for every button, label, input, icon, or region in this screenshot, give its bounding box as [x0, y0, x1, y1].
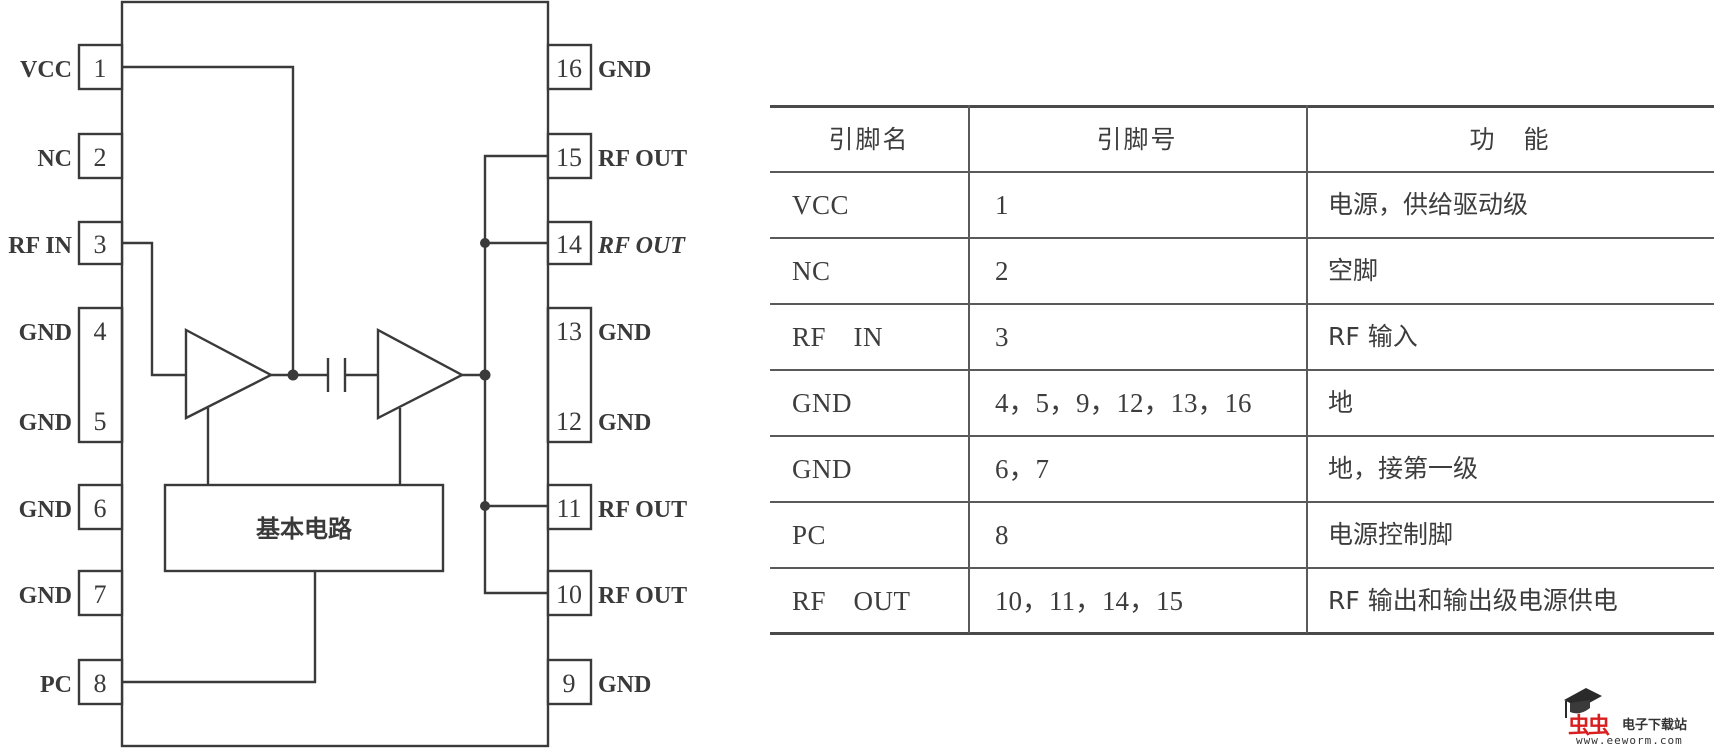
- pin-number-16: 16: [556, 54, 582, 83]
- pin-number-15: 15: [556, 143, 582, 172]
- cell-pin-name: NC: [792, 256, 831, 286]
- junction-dots: [287, 238, 491, 511]
- pin-function-table: 引脚名 引脚号 功 能 VCC 1 电源，供给驱动级 NC 2 空脚 RF IN…: [770, 105, 1714, 645]
- cell-function: 电源，供给驱动级: [1328, 190, 1529, 219]
- pin-number-13: 13: [556, 317, 582, 346]
- cell-function: RF 输入: [1328, 322, 1418, 351]
- cell-pin-number: 2: [995, 256, 1009, 286]
- table-row: GND 4，5，9，12，13，16 地: [770, 370, 1714, 436]
- pin-number-5: 5: [94, 407, 107, 436]
- pin-label-13: GND: [598, 320, 651, 346]
- site-watermark: 虫虫 电子下载站 www.eeworm.com: [1560, 686, 1714, 748]
- pin-label-15: RF OUT: [598, 146, 687, 172]
- header-function: 功 能: [1469, 125, 1551, 154]
- header-pin-number: 引脚号: [1096, 125, 1178, 154]
- pin-number-6: 6: [94, 494, 107, 523]
- pin-label-3: RF IN: [8, 233, 72, 259]
- cell-function: 空脚: [1328, 256, 1379, 285]
- table-row: PC 8 电源控制脚: [770, 502, 1714, 568]
- table-row: VCC 1 电源，供给驱动级: [770, 172, 1714, 238]
- pin-label-2: NC: [37, 146, 72, 172]
- cell-pin-number: 1: [995, 190, 1009, 220]
- coupling-capacitor-icon: [326, 358, 347, 392]
- pin-label-12: GND: [598, 410, 651, 436]
- pin-number-8: 8: [94, 669, 107, 698]
- cell-pin-name: GND: [792, 388, 852, 418]
- pin-number-9: 9: [563, 669, 576, 698]
- pin-number-2: 2: [94, 143, 107, 172]
- pin-number-11: 11: [556, 494, 581, 523]
- cell-pin-name: PC: [792, 520, 827, 550]
- brand-logo: 虫虫: [1568, 714, 1610, 739]
- pin-label-5: GND: [19, 410, 72, 436]
- cell-pin-name: RF OUT: [792, 586, 911, 616]
- cell-function: RF 输出和输出级电源供电: [1328, 586, 1618, 615]
- header-pin-name: 引脚名: [828, 125, 910, 154]
- pin-number-12: 12: [556, 407, 582, 436]
- cell-pin-number: 8: [995, 520, 1009, 550]
- amplifier-stage-1-icon: [184, 328, 274, 420]
- pin-label-1: VCC: [20, 57, 72, 83]
- table-row: GND 6，7 地，接第一级: [770, 436, 1714, 502]
- amplifier-stage-2-icon: [376, 327, 465, 420]
- cell-pin-number: 3: [995, 322, 1009, 352]
- table-row: RF OUT 10，11，14，15 RF 输出和输出级电源供电: [770, 568, 1714, 634]
- table-header-row: 引脚名 引脚号 功 能: [770, 107, 1714, 173]
- pin-number-7: 7: [94, 580, 107, 609]
- cell-function: 地: [1328, 388, 1354, 417]
- pin-label-16: GND: [598, 57, 651, 83]
- pin-number-4: 4: [94, 317, 107, 346]
- pin-number-1: 1: [94, 54, 107, 83]
- pin-label-9: GND: [598, 672, 651, 698]
- site-url: www.eeworm.com: [1576, 734, 1683, 747]
- cell-function: 电源控制脚: [1328, 520, 1454, 549]
- pin-number-3: 3: [94, 230, 107, 259]
- table-row: NC 2 空脚: [770, 238, 1714, 304]
- basic-circuit-label: 基本电路: [256, 515, 353, 543]
- graduation-cap-icon: [1564, 688, 1602, 718]
- cell-pin-number: 6，7: [995, 454, 1049, 484]
- cell-pin-number: 4，5，9，12，13，16: [995, 388, 1252, 418]
- right-pins: [546, 43, 593, 706]
- pin-label-4: GND: [19, 320, 72, 346]
- left-pins: [77, 43, 124, 706]
- cell-pin-number: 10，11，14，15: [995, 586, 1183, 616]
- pin-label-8: PC: [40, 672, 72, 698]
- pin-number-14: 14: [556, 230, 582, 259]
- pin-label-7: GND: [19, 583, 72, 609]
- table-row: RF IN 3 RF 输入: [770, 304, 1714, 370]
- cell-pin-name: GND: [792, 454, 852, 484]
- pin-label-14: RF OUT: [597, 233, 686, 259]
- pin-label-10: RF OUT: [598, 583, 687, 609]
- basic-circuit-block: [163, 483, 445, 573]
- pin-label-11: RF OUT: [598, 497, 687, 523]
- ic-block-diagram: 1 2 3 4 5 6 7 8 VCC NC RF IN GND GND GND…: [8, 0, 687, 748]
- cell-function: 地，接第一级: [1328, 454, 1479, 483]
- site-name: 电子下载站: [1622, 718, 1688, 733]
- cell-pin-name: VCC: [792, 190, 850, 220]
- pin-label-6: GND: [19, 497, 72, 523]
- cell-pin-name: RF IN: [792, 322, 884, 352]
- pin-number-10: 10: [556, 580, 582, 609]
